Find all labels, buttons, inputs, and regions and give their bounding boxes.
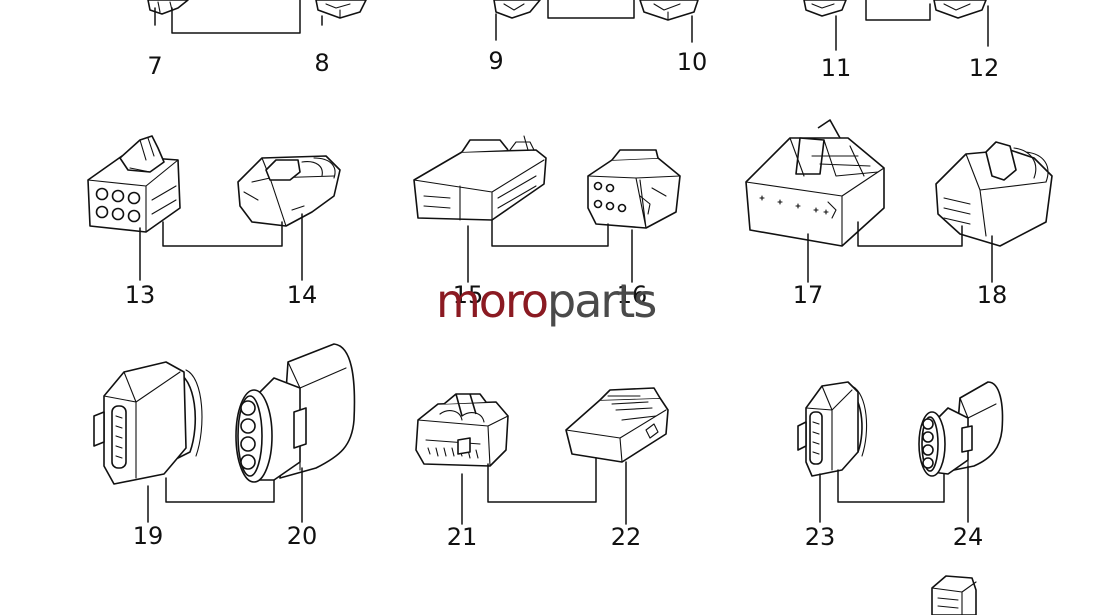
callout-9: 9 xyxy=(488,47,503,75)
leader-line-17-18 xyxy=(807,221,993,283)
connector-16 xyxy=(587,149,681,229)
leader-line-7-8 xyxy=(154,0,323,34)
connector-18 xyxy=(935,141,1053,247)
leader-line-21-22 xyxy=(461,457,627,525)
connector-11 xyxy=(803,0,847,17)
connector-19 xyxy=(93,361,203,485)
connector-10 xyxy=(639,0,699,21)
callout-7: 7 xyxy=(147,52,162,80)
callout-17: 17 xyxy=(793,281,824,309)
callout-16: 16 xyxy=(617,281,648,309)
connector-24 xyxy=(918,381,1004,477)
callout-19: 19 xyxy=(133,522,164,550)
callout-15: 15 xyxy=(453,281,484,309)
partial-part-bottom xyxy=(931,575,977,615)
callout-21: 21 xyxy=(447,523,478,551)
connector-23 xyxy=(797,381,868,477)
connector-13 xyxy=(87,135,181,233)
connector-14 xyxy=(237,155,341,227)
callout-10: 10 xyxy=(677,48,708,76)
connector-21 xyxy=(415,393,509,467)
connector-12 xyxy=(933,0,987,19)
leader-line-9-10 xyxy=(495,0,693,43)
connector-7 xyxy=(147,0,189,15)
leader-line-13-14 xyxy=(139,213,303,281)
connector-20 xyxy=(235,343,356,483)
watermark-logo: moroparts xyxy=(436,274,655,328)
leader-line-19-20 xyxy=(147,467,303,523)
connector-8 xyxy=(315,0,367,19)
connector-15 xyxy=(413,135,547,221)
callout-23: 23 xyxy=(805,523,836,551)
callout-13: 13 xyxy=(125,281,156,309)
connector-17 xyxy=(745,119,885,247)
watermark-parts: parts xyxy=(547,274,655,328)
callout-8: 8 xyxy=(314,49,329,77)
callout-18: 18 xyxy=(977,281,1008,309)
watermark-moro: moro xyxy=(436,274,547,328)
callout-24: 24 xyxy=(953,523,984,551)
leader-line-15-16 xyxy=(467,219,633,283)
callout-11: 11 xyxy=(821,54,852,82)
leader-line-23-24 xyxy=(819,465,969,523)
callout-22: 22 xyxy=(611,523,642,551)
callout-12: 12 xyxy=(969,54,1000,82)
callout-20: 20 xyxy=(287,522,318,550)
callout-14: 14 xyxy=(287,281,318,309)
connector-22 xyxy=(565,387,669,463)
connector-9 xyxy=(493,0,541,19)
leader-line-11-12 xyxy=(835,0,989,51)
